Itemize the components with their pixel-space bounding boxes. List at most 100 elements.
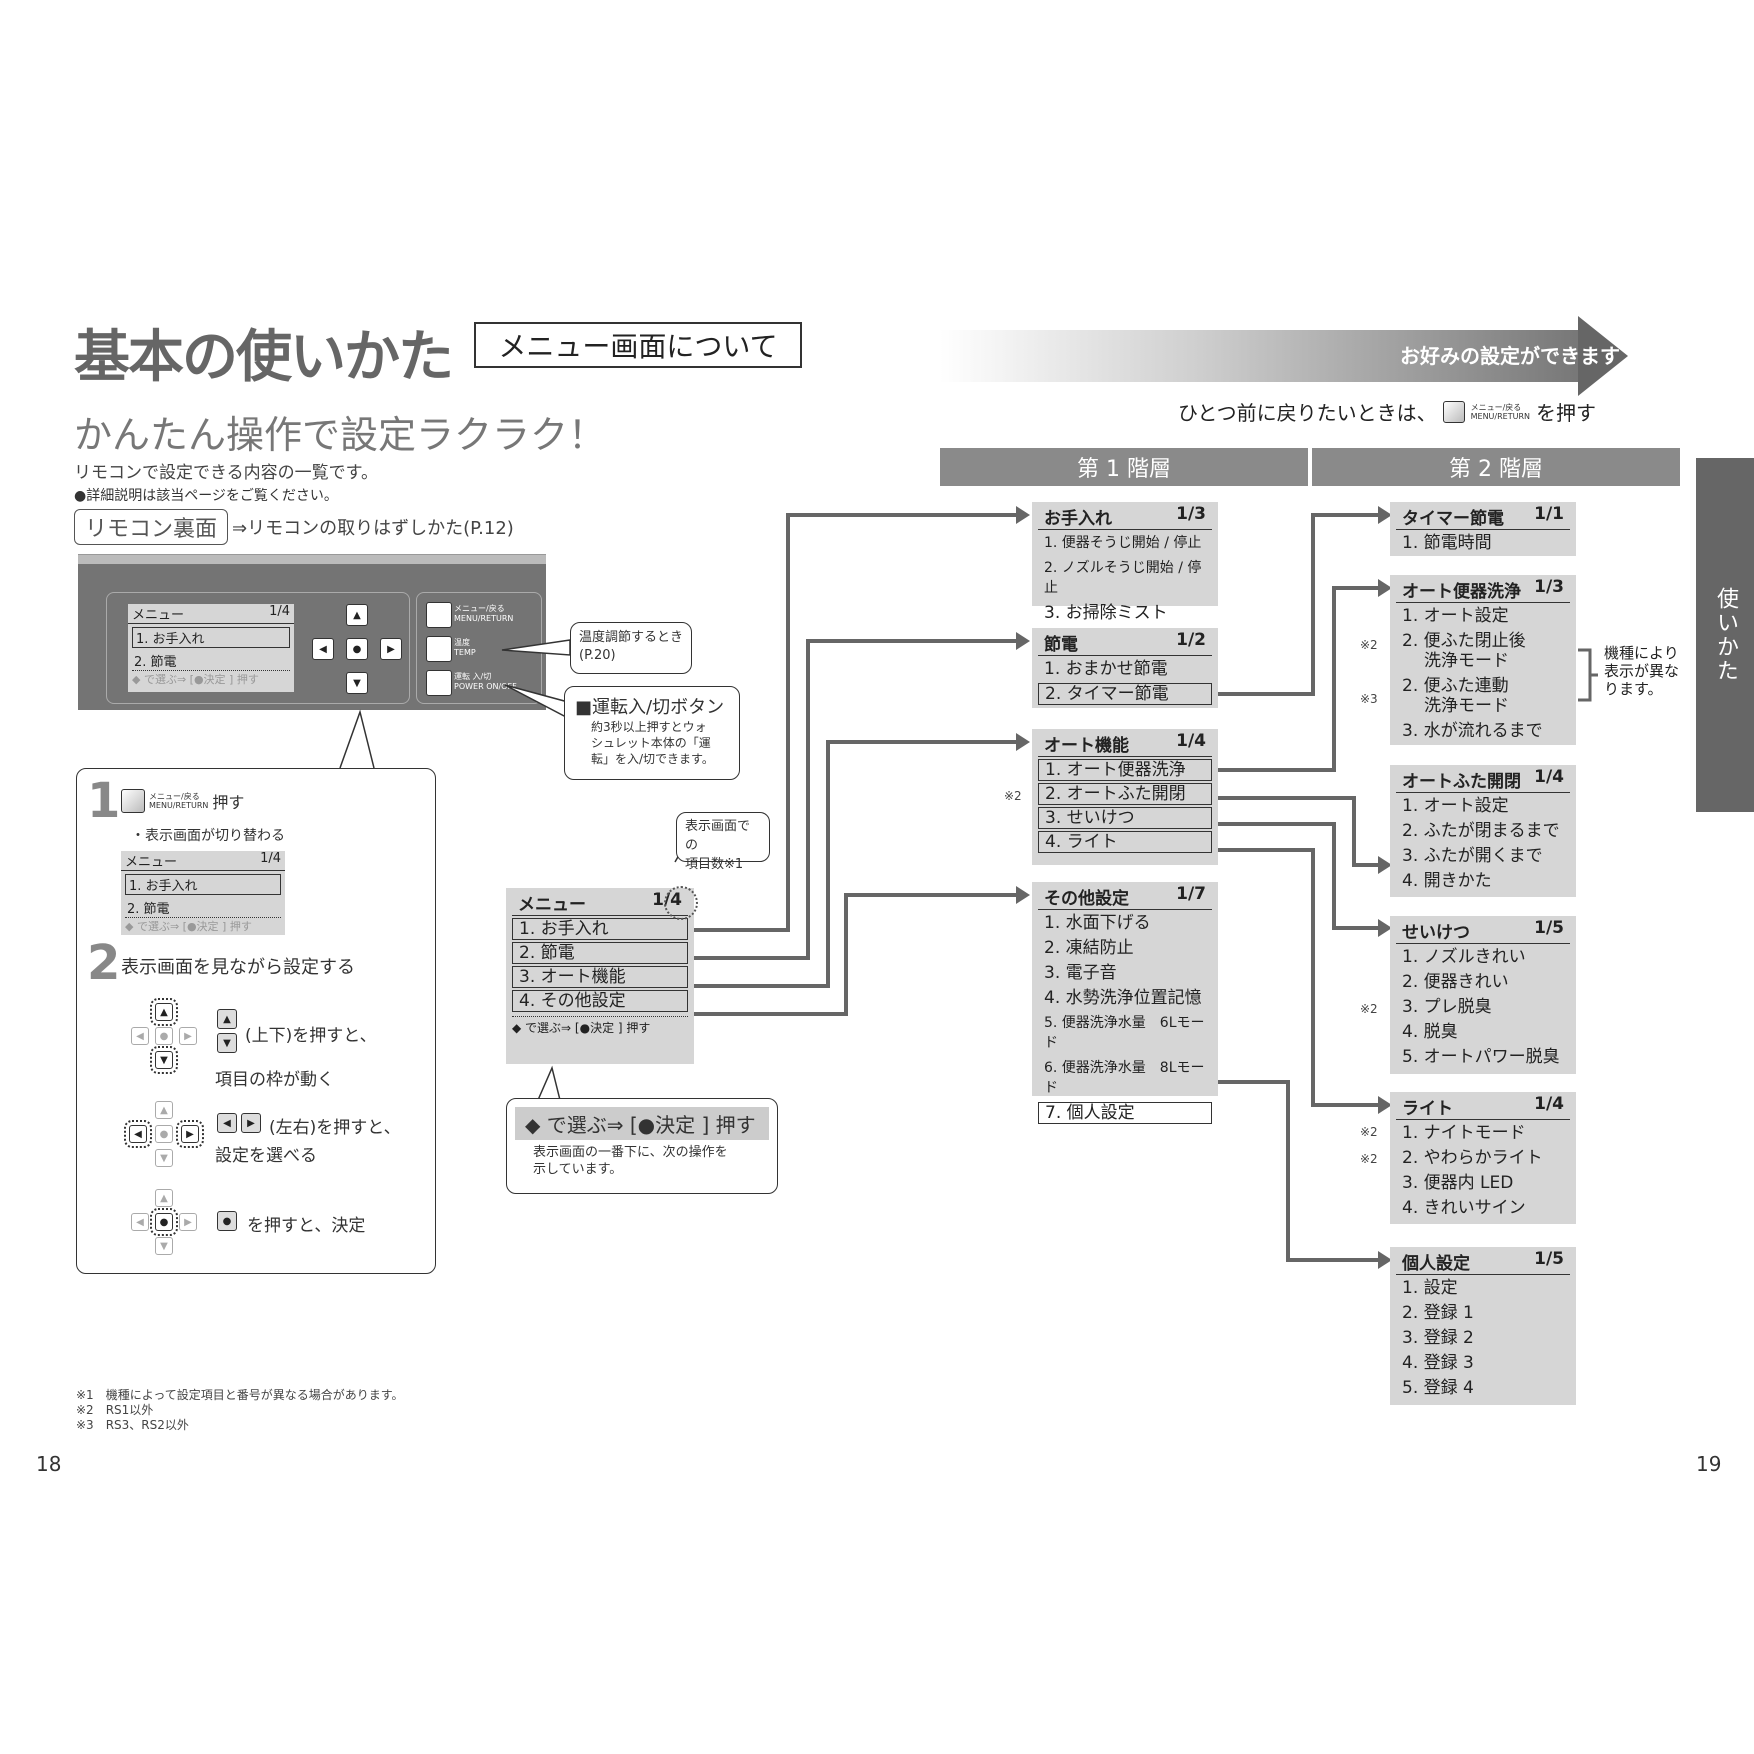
- menu-item[interactable]: 3. 水が流れるまで: [1402, 721, 1543, 741]
- menu-page: 1/5: [1534, 1249, 1564, 1269]
- up-button[interactable]: ▲: [346, 604, 368, 626]
- menu-item[interactable]: 1. ナイトモード: [1402, 1123, 1526, 1143]
- lcd-item-selected: 1. お手入れ: [125, 874, 281, 895]
- menu-item[interactable]: 5. 登録 4: [1402, 1378, 1474, 1398]
- menu-return-button[interactable]: [426, 602, 452, 628]
- menu-item[interactable]: 2. ふたが閉まるまで: [1402, 821, 1560, 841]
- menu-item[interactable]: 3. せいけつ: [1038, 807, 1212, 829]
- menu-item[interactable]: 4. ライト: [1038, 831, 1212, 853]
- right-button[interactable]: ▶: [380, 638, 402, 660]
- up-arrow-icon: ▲: [155, 1189, 173, 1207]
- menu-item[interactable]: 1. オート設定: [1402, 606, 1509, 626]
- menu-item[interactable]: 1. おまかせ節電: [1044, 659, 1168, 679]
- left-button[interactable]: ◀: [312, 638, 334, 660]
- menu-item[interactable]: 2. 登録 1: [1402, 1303, 1474, 1323]
- menu-page: 1/1: [1534, 504, 1564, 524]
- remote-top-edge: [78, 554, 546, 565]
- leftright-text2: 設定を選べる: [215, 1146, 317, 1166]
- left-arrow-icon: ◀: [217, 1113, 237, 1133]
- power-callout-title: ■運転入/切ボタン: [575, 697, 725, 718]
- menu-item[interactable]: 4. 脱臭: [1402, 1022, 1458, 1042]
- menu-item[interactable]: 4. 開きかた: [1402, 871, 1492, 891]
- menu-item[interactable]: 2. 便ふた閉止後: [1402, 631, 1526, 651]
- main-menu-item[interactable]: 2. 節電: [512, 942, 688, 964]
- menu-item[interactable]: 3. ふたが開くまで: [1402, 846, 1543, 866]
- menu-page: 1/7: [1176, 884, 1206, 904]
- bracket-note: 機種により 表示が異な ります。: [1604, 644, 1679, 698]
- menu-item[interactable]: 1. 設定: [1402, 1278, 1458, 1298]
- temp-callout-pointer: [501, 639, 571, 656]
- main-menu-item[interactable]: 3. オート機能: [512, 966, 688, 988]
- lcd-page: 1/4: [260, 851, 281, 866]
- down-button[interactable]: ▼: [346, 672, 368, 694]
- side-tab: 使いかた: [1696, 458, 1754, 812]
- footer-callout-line: 表示画面の一番下に、次の操作を: [533, 1145, 728, 1160]
- menu-item[interactable]: 4. 登録 3: [1402, 1353, 1474, 1373]
- menu-item-cont: 洗浄モード: [1424, 651, 1509, 671]
- right-arrow-icon: ▶: [176, 1120, 204, 1148]
- menu-item[interactable]: 2. 便ふた連動: [1402, 676, 1509, 696]
- menu-item[interactable]: 2. オートふた開閉: [1038, 783, 1212, 805]
- btn-en: POWER ON/OFF: [454, 682, 517, 691]
- level1-header: 第 1 階層: [940, 448, 1308, 486]
- reference-box: リモコン裏面: [74, 509, 229, 545]
- menu-page: 1/4: [1534, 767, 1564, 787]
- menu-item[interactable]: 5. 便器洗浄水量 6Lモード: [1044, 1015, 1205, 1051]
- menu-item[interactable]: 2. タイマー節電: [1038, 683, 1212, 705]
- menu-return-button-icon: [121, 789, 145, 813]
- menu-item[interactable]: 5. オートパワー脱臭: [1402, 1047, 1560, 1067]
- power-button[interactable]: [426, 670, 452, 696]
- menu-item[interactable]: 6. 便器洗浄水量 8Lモード: [1044, 1060, 1205, 1096]
- footnote-marker: ※2: [1360, 1125, 1378, 1139]
- menu-item[interactable]: 2. ノズルそうじ開始 / 停止: [1044, 560, 1202, 596]
- level1-connectors: [690, 513, 1018, 1016]
- menu-item[interactable]: 3. プレ脱臭: [1402, 997, 1492, 1017]
- footnote-marker: ※2: [1360, 1002, 1378, 1016]
- menu-item[interactable]: 4. 水勢洗浄位置記憶: [1044, 988, 1202, 1008]
- menu-item[interactable]: 1. 便器そうじ開始 / 停止: [1044, 535, 1202, 551]
- menu-item[interactable]: 1. ノズルきれい: [1402, 947, 1526, 967]
- menu-item[interactable]: 3. 登録 2: [1402, 1328, 1474, 1348]
- page-number-right: 19: [1696, 1452, 1722, 1476]
- main-menu-item[interactable]: 1. お手入れ: [512, 918, 688, 940]
- menu-item[interactable]: 2. 便器きれい: [1402, 972, 1509, 992]
- lcd-item: 2. 節電: [127, 902, 170, 917]
- menu-title: ライト: [1402, 1099, 1453, 1119]
- menu-item[interactable]: 1. 節電時間: [1402, 533, 1492, 553]
- menu-item[interactable]: 7. 個人設定: [1038, 1102, 1212, 1124]
- menu-page: 1/2: [1176, 630, 1206, 650]
- menu-item[interactable]: 1. オート設定: [1402, 796, 1509, 816]
- menu-title: 節電: [1044, 635, 1078, 655]
- main-menu-item[interactable]: 4. その他設定: [512, 990, 688, 1012]
- menu-item[interactable]: 3. 電子音: [1044, 963, 1117, 983]
- menu-item[interactable]: 3. お掃除ミスト: [1044, 603, 1168, 623]
- menu-item[interactable]: 4. きれいサイン: [1402, 1198, 1526, 1218]
- menu-item[interactable]: 2. やわらかライト: [1402, 1148, 1543, 1168]
- banner-text: お好みの設定ができます: [1400, 344, 1620, 368]
- menu-item[interactable]: 3. 便器内 LED: [1402, 1173, 1514, 1193]
- menu-item[interactable]: 2. 凍結防止: [1044, 938, 1134, 958]
- lcd-item: 2. 節電: [134, 655, 177, 670]
- menu-title: オート便器洗浄: [1402, 582, 1521, 602]
- menu-item[interactable]: 1. オート便器洗浄: [1038, 759, 1212, 781]
- menu-item[interactable]: 1. 水面下げる: [1044, 913, 1151, 933]
- btn-jp: メニュー/戻る: [149, 792, 200, 801]
- page-number-left: 18: [36, 1452, 62, 1476]
- left-arrow-icon: ◀: [131, 1213, 149, 1231]
- step-number: 2: [87, 935, 121, 991]
- temp-button[interactable]: [426, 636, 452, 662]
- enter-button[interactable]: ●: [346, 638, 368, 660]
- lcd-footer: ◆ で選ぶ⇒ [●決定 ] 押す: [125, 917, 281, 934]
- count-callout: 表示画面での 項目数※1: [676, 812, 770, 872]
